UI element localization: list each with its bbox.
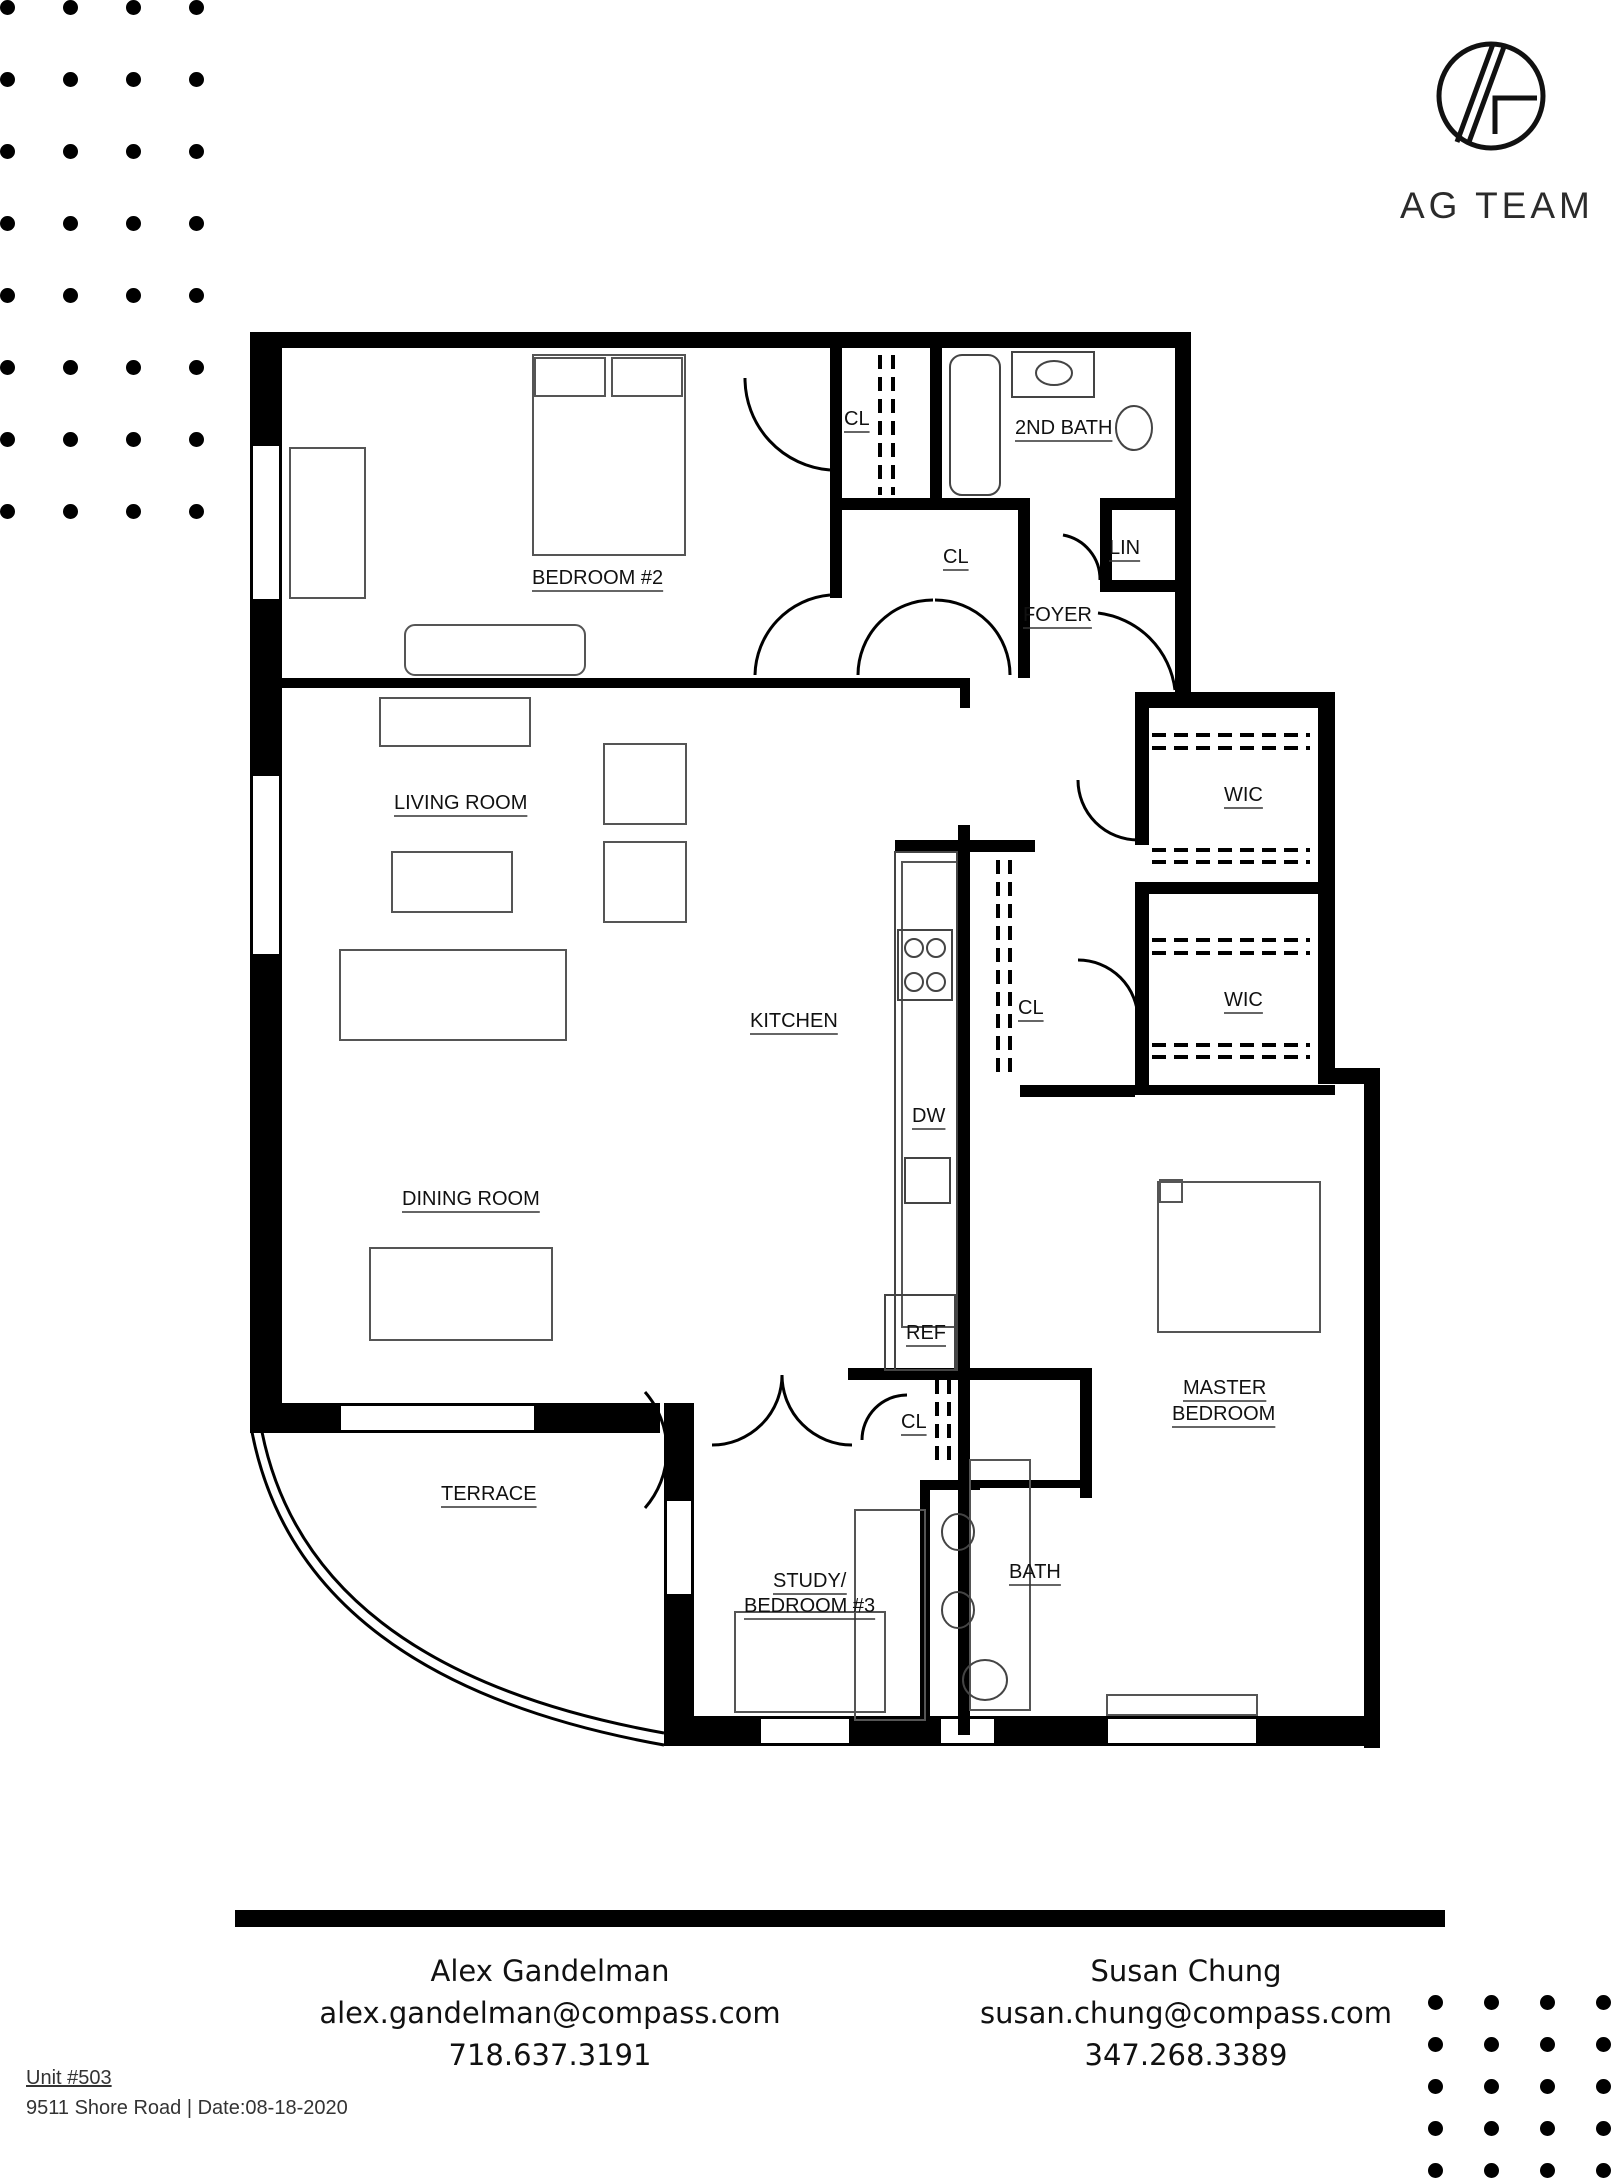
decorative-dot <box>1428 2079 1443 2094</box>
label-kitchen: KITCHEN <box>750 1010 838 1032</box>
address-date: 9511 Shore Road | Date:08-18-2020 <box>26 2097 348 2119</box>
decorative-dot <box>189 72 204 87</box>
decorative-dot <box>63 144 78 159</box>
decorative-dot <box>0 432 15 447</box>
decorative-dot <box>1596 2163 1611 2178</box>
brand-name: AG TEAM <box>1400 185 1594 226</box>
decorative-dot <box>0 288 15 303</box>
agent-phone[interactable]: 347.268.3389 <box>1084 2038 1288 2072</box>
decorative-dot <box>63 216 78 231</box>
decorative-dot <box>1484 2163 1499 2178</box>
decorative-dot <box>126 360 141 375</box>
agent-card-1: Alex Gandelman alex.gandelman@compass.co… <box>300 1950 800 2076</box>
label-dishwasher: DW <box>912 1105 945 1127</box>
decorative-dot <box>63 288 78 303</box>
label-bath: BATH <box>1009 1561 1061 1583</box>
decorative-dot <box>63 504 78 519</box>
decorative-dot <box>189 432 204 447</box>
label-wic-upper: WIC <box>1224 784 1263 806</box>
unit-label: Unit #503 <box>26 2067 112 2089</box>
decorative-dot <box>0 216 15 231</box>
room-labels: BEDROOM #2 CL 2ND BATH CL LIN FOYER LIVI… <box>394 408 1276 1620</box>
decorative-dot <box>63 0 78 15</box>
decorative-dot <box>126 288 141 303</box>
decorative-dot <box>126 504 141 519</box>
decorative-dot <box>1540 2079 1555 2094</box>
label-master-bedroom-1: MASTER <box>1183 1377 1266 1399</box>
decorative-dot <box>0 504 15 519</box>
label-living-room: LIVING ROOM <box>394 792 527 814</box>
agent-email[interactable]: alex.gandelman@compass.com <box>319 1996 781 2030</box>
decorative-dot <box>0 360 15 375</box>
agent-email[interactable]: susan.chung@compass.com <box>980 1996 1392 2030</box>
decorative-dot <box>63 432 78 447</box>
label-closet-top: CL <box>844 408 870 430</box>
decorative-dot <box>126 72 141 87</box>
decorative-dot <box>0 144 15 159</box>
decorative-dot <box>126 144 141 159</box>
decorative-dot <box>1428 2121 1443 2136</box>
label-closet-mid: CL <box>1018 997 1044 1019</box>
decorative-dot <box>1596 2079 1611 2094</box>
decorative-dot <box>189 0 204 15</box>
label-wic-lower: WIC <box>1224 989 1263 1011</box>
furniture <box>289 354 1321 1721</box>
decorative-dot <box>63 72 78 87</box>
decorative-dot <box>1484 2079 1499 2094</box>
decorative-dot <box>1596 2037 1611 2052</box>
label-foyer: FOYER <box>1023 604 1092 626</box>
decorative-dot <box>126 216 141 231</box>
decorative-dot <box>126 432 141 447</box>
decorative-dot <box>189 360 204 375</box>
doors <box>643 377 1177 1509</box>
label-refrigerator: REF <box>906 1322 946 1344</box>
label-study-2: BEDROOM #3 <box>744 1595 875 1617</box>
terrace-arc <box>250 1431 665 1747</box>
label-bedroom-2: BEDROOM #2 <box>532 567 663 589</box>
decorative-dot <box>1484 1995 1499 2010</box>
decorative-dot <box>1540 1995 1555 2010</box>
decorative-dot <box>1428 1995 1443 2010</box>
label-study-1: STUDY/ <box>773 1570 847 1592</box>
agent-phone[interactable]: 718.637.3191 <box>448 2038 652 2072</box>
label-terrace: TERRACE <box>441 1483 537 1505</box>
footer-divider <box>235 1910 1445 1927</box>
agent-name: Alex Gandelman <box>430 1954 670 1988</box>
decorative-dot <box>1596 2121 1611 2136</box>
decorative-dot <box>189 216 204 231</box>
decorative-dot <box>1540 2121 1555 2136</box>
decorative-dot <box>0 72 15 87</box>
decorative-dot <box>189 144 204 159</box>
decorative-dot <box>1540 2037 1555 2052</box>
decorative-dot <box>63 360 78 375</box>
windows <box>251 444 1258 1745</box>
decorative-dot <box>0 0 15 15</box>
decorative-dot <box>1484 2121 1499 2136</box>
label-closet-study: CL <box>901 1411 927 1433</box>
decorative-dot <box>1428 2037 1443 2052</box>
agent-card-2: Susan Chung susan.chung@compass.com 347.… <box>936 1950 1436 2076</box>
decorative-dot <box>189 504 204 519</box>
decorative-dot <box>189 288 204 303</box>
closet-rods <box>878 355 1310 1465</box>
ag-monogram-icon <box>1436 41 1546 151</box>
label-linen: LIN <box>1109 537 1140 559</box>
label-master-bedroom-2: BEDROOM <box>1172 1403 1275 1425</box>
label-dining-room: DINING ROOM <box>402 1188 540 1210</box>
label-closet-foyer: CL <box>943 546 969 568</box>
decorative-dot <box>1484 2037 1499 2052</box>
decorative-dot <box>1596 1995 1611 2010</box>
decorative-dot <box>1428 2163 1443 2178</box>
decorative-dot <box>1540 2163 1555 2178</box>
kitchen-counter <box>884 351 1153 1701</box>
label-second-bath: 2ND BATH <box>1015 417 1112 439</box>
agent-name: Susan Chung <box>1090 1954 1282 1988</box>
decorative-dot <box>126 0 141 15</box>
